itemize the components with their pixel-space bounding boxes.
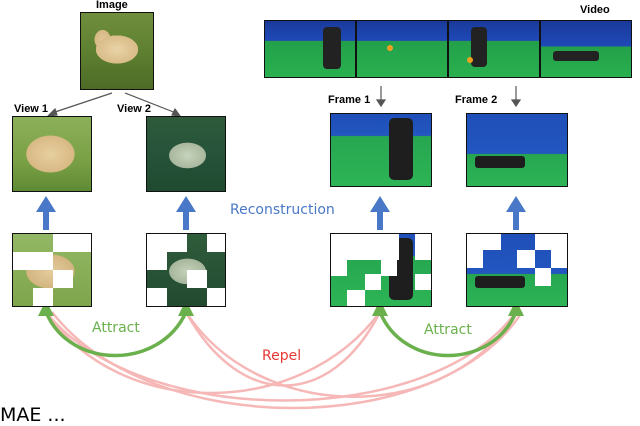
view2-label: View 2 (117, 103, 152, 115)
frame1-label: Frame 1 (328, 94, 371, 106)
frame2-image (466, 113, 568, 187)
reconstruction-arrows (36, 196, 526, 230)
video-frame-2 (356, 20, 448, 78)
video-to-frame-arrows (375, 86, 522, 108)
source-dog-image (80, 12, 154, 90)
video-frame-4 (540, 20, 632, 78)
attract-label-left: Attract (92, 320, 140, 336)
attract-label-right: Attract (424, 322, 472, 338)
video-frame-3 (448, 20, 540, 78)
view1-image (12, 116, 92, 192)
masked-frame1-image (330, 233, 432, 307)
reconstruction-label: Reconstruction (230, 202, 335, 218)
attract-arrowheads (38, 300, 524, 316)
attract-curves (44, 311, 518, 358)
view2-image (146, 116, 226, 192)
frame1-image (330, 113, 432, 187)
attract-curve-right (378, 311, 518, 358)
image-to-view-arrows (46, 92, 182, 117)
masked-view2-image (146, 233, 226, 307)
video-strip (264, 20, 640, 78)
view1-label: View 1 (14, 103, 49, 115)
repel-label: Repel (262, 348, 302, 364)
video-frame-1 (264, 20, 356, 78)
frame2-label: Frame 2 (455, 94, 498, 106)
video-label: Video (580, 4, 610, 16)
masked-frame2-image (466, 233, 568, 307)
image-label: Image (96, 0, 128, 11)
attract-curve-left (44, 311, 188, 358)
masked-view1-image (12, 233, 92, 307)
caption-text: MAE ... (0, 404, 66, 426)
